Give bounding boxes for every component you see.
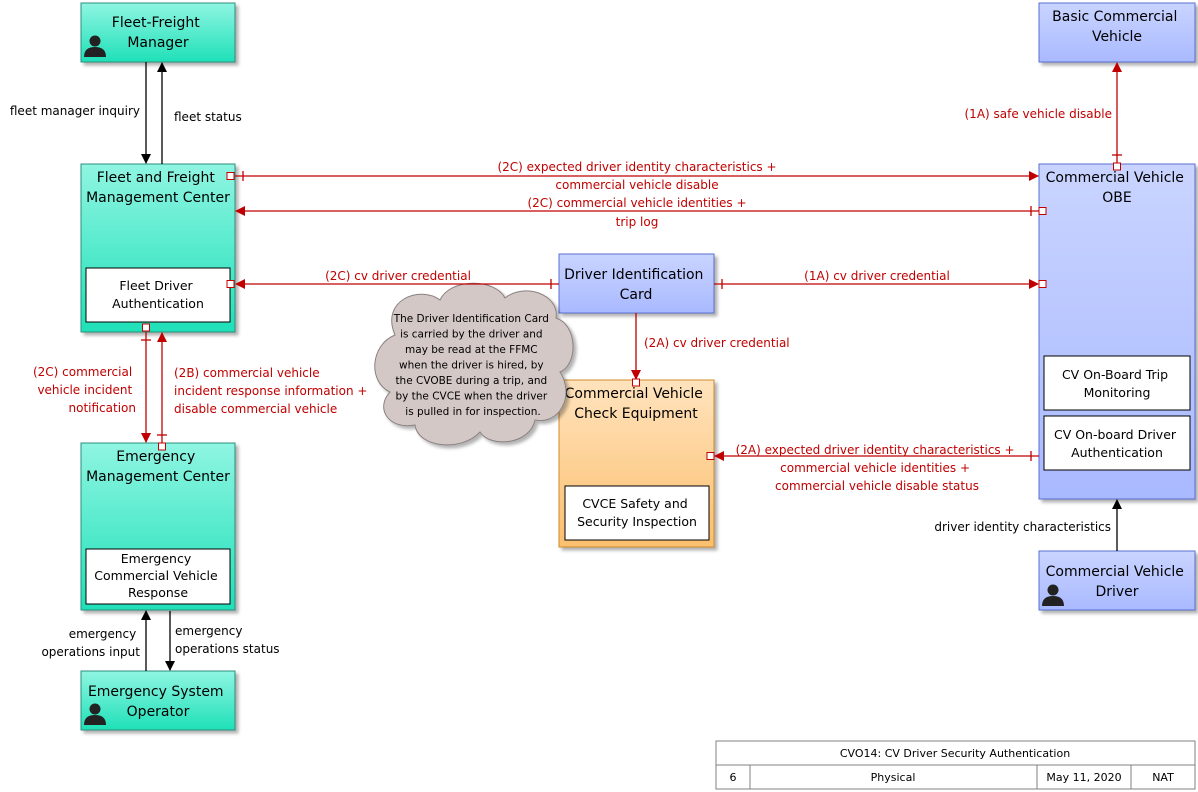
flow-cv-credential-2c: (2C) cv driver credential bbox=[226, 269, 559, 289]
cvce-safety-security-inspection-label: CVCE Safety and Security Inspection bbox=[577, 496, 697, 529]
fleet-freight-management-center-node: Fleet and Freight Management Center Flee… bbox=[80, 163, 236, 333]
title-block-date: May 11, 2020 bbox=[1046, 771, 1121, 784]
fleet-freight-manager-node: Fleet-Freight Manager bbox=[80, 2, 236, 63]
commercial-vehicle-obe-node: Commercial Vehicle OBE CV On-Board Trip … bbox=[1038, 163, 1196, 500]
flow-safe-vehicle-disable: (1A) safe vehicle disable bbox=[965, 62, 1122, 171]
svg-text:trip log: trip log bbox=[616, 215, 659, 229]
emergency-management-center-node: Emergency Management Center Emergency Co… bbox=[80, 442, 236, 611]
driver-identification-card-label: Driver Identification Card bbox=[564, 267, 708, 303]
flow-cv-identities-2c: (2C) commercial vehicle identities + tri… bbox=[235, 196, 1047, 229]
flow-expected-characteristics-2c: (2C) expected driver identity characteri… bbox=[226, 160, 1039, 192]
svg-text:(1A) cv driver credential: (1A) cv driver credential bbox=[804, 269, 950, 283]
svg-text:commercial vehicle disable: commercial vehicle disable bbox=[555, 178, 718, 192]
driver-identification-card-node: Driver Identification Card bbox=[558, 253, 715, 314]
flow-driver-identity-characteristics: driver identity characteristics bbox=[934, 499, 1122, 551]
emergency-system-operator-label: Emergency System Operator bbox=[88, 684, 228, 720]
title-block-page: 6 bbox=[730, 771, 737, 784]
flow-incident-response-2b: (2B) commercial vehicle incident respons… bbox=[157, 332, 371, 451]
svg-text:(2A) cv driver credential: (2A) cv driver credential bbox=[644, 336, 790, 350]
incident-notification-label: (2C) commercial vehicle incident notific… bbox=[33, 365, 136, 415]
person-icon bbox=[84, 703, 106, 725]
cv-onboard-trip-monitoring-label: CV On-Board Trip Monitoring bbox=[1062, 367, 1172, 400]
flow-fleet-status: fleet status bbox=[157, 62, 242, 164]
commercial-vehicle-check-equipment-node: Commercial Vehicle Check Equipment CVCE … bbox=[558, 379, 715, 548]
svg-text:(2C) expected driver identity: (2C) expected driver identity characteri… bbox=[497, 160, 776, 174]
svg-text:(1A) safe vehicle disable: (1A) safe vehicle disable bbox=[965, 107, 1113, 121]
expected-characteristics-2a-label: (2A) expected driver identity characteri… bbox=[736, 443, 1019, 493]
flow-emergency-operations-status: emergency operations status bbox=[165, 611, 280, 671]
emergency-management-center-label: Emergency Management Center bbox=[86, 449, 230, 485]
flow-cv-credential-1a: (1A) cv driver credential bbox=[714, 269, 1047, 289]
emergency-cv-response-label: Emergency Commercial Vehicle Response bbox=[94, 551, 221, 600]
commercial-vehicle-obe-label: Commercial Vehicle OBE bbox=[1046, 170, 1189, 206]
cv-onboard-driver-authentication-label: CV On-board Driver Authentication bbox=[1054, 427, 1180, 460]
person-icon bbox=[84, 35, 106, 57]
person-icon bbox=[1042, 584, 1064, 606]
flow-incident-notification-2c: (2C) commercial vehicle incident notific… bbox=[33, 323, 151, 443]
commercial-vehicle-check-equipment-label: Commercial Vehicle Check Equipment bbox=[565, 386, 708, 422]
incident-response-label: (2B) commercial vehicle incident respons… bbox=[174, 366, 371, 416]
flow-fleet-manager-inquiry: fleet manager inquiry bbox=[10, 62, 151, 164]
basic-commercial-vehicle-node: Basic Commercial Vehicle bbox=[1038, 2, 1196, 63]
svg-text:fleet status: fleet status bbox=[174, 110, 242, 124]
title-block-view: Physical bbox=[871, 771, 916, 784]
note-cloud: The Driver Identification Card is carrie… bbox=[374, 282, 574, 446]
commercial-vehicle-driver-label: Commercial Vehicle Driver bbox=[1046, 564, 1189, 600]
title-block-scope: NAT bbox=[1152, 771, 1174, 784]
basic-commercial-vehicle-label: Basic Commercial Vehicle bbox=[1052, 9, 1182, 45]
svg-text:(2C) cv driver credential: (2C) cv driver credential bbox=[325, 269, 471, 283]
emergency-operations-input-label: emergency operations input bbox=[41, 627, 140, 659]
emergency-operations-status-label: emergency operations status bbox=[175, 624, 280, 656]
svg-text:fleet manager inquiry: fleet manager inquiry bbox=[10, 104, 140, 118]
title-block: CVO14: CV Driver Security Authentication… bbox=[715, 740, 1196, 790]
title-block-title: CVO14: CV Driver Security Authentication bbox=[840, 747, 1070, 760]
svg-text:driver identity characteristic: driver identity characteristics bbox=[934, 520, 1111, 534]
commercial-vehicle-driver-node: Commercial Vehicle Driver bbox=[1038, 550, 1196, 611]
svg-text:(2C) commercial vehicle identi: (2C) commercial vehicle identities + bbox=[527, 196, 746, 210]
note-text: The Driver Identification Card is carrie… bbox=[393, 313, 553, 418]
flow-expected-characteristics-2a: (2A) expected driver identity characteri… bbox=[706, 443, 1039, 493]
flow-cv-credential-2a: (2A) cv driver credential bbox=[631, 313, 790, 387]
fleet-driver-authentication-label: Fleet Driver Authentication bbox=[112, 278, 204, 311]
emergency-system-operator-node: Emergency System Operator bbox=[80, 670, 236, 731]
fleet-freight-management-center-label: Fleet and Freight Management Center bbox=[86, 170, 230, 206]
fleet-freight-manager-label: Fleet-Freight Manager bbox=[112, 15, 204, 51]
flow-emergency-operations-input: emergency operations input bbox=[41, 610, 151, 671]
